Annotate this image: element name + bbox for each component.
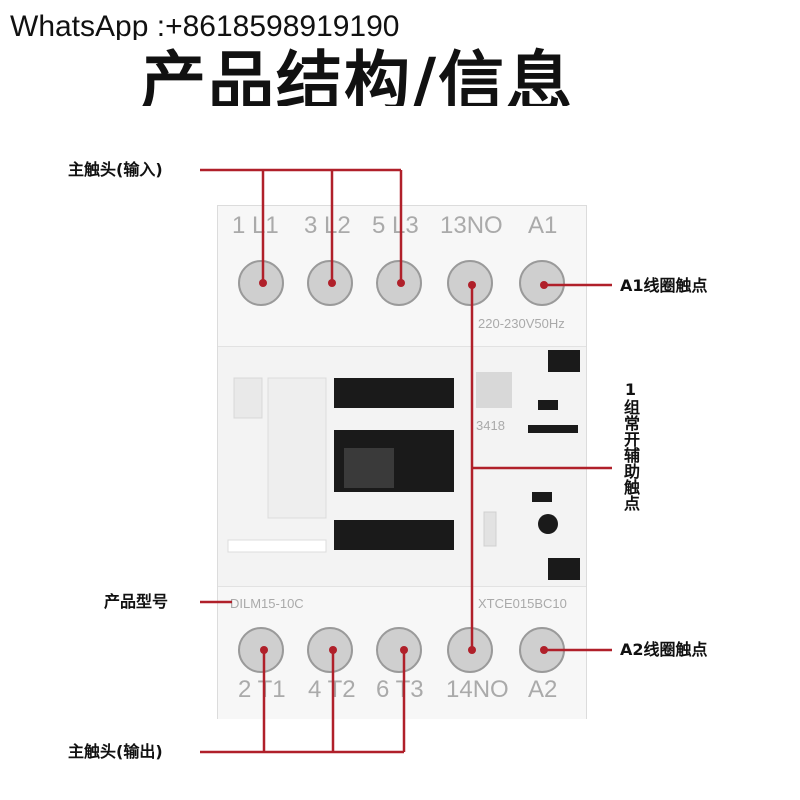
qr-code (476, 372, 512, 408)
terminal-label-l3: 5 L3 (372, 212, 419, 239)
notch-small (538, 400, 558, 410)
terminal-label-13no: 13NO (440, 212, 503, 239)
device-code: 3418 (476, 418, 505, 433)
callout-aux-contact: 1组常开辅助触点 (621, 380, 640, 511)
callout-model: 产品型号 (104, 592, 169, 611)
dot-a2 (540, 646, 548, 654)
dot-t1 (260, 646, 268, 654)
callout-a1-coil: A1线圈触点 (620, 276, 708, 295)
notch-small-2 (532, 492, 552, 502)
dot-l2 (328, 279, 336, 287)
model-right: XTCE015BC10 (478, 596, 567, 611)
actuator-block (344, 448, 394, 488)
slot-bottom (334, 520, 454, 550)
dot-13no (468, 281, 476, 289)
page-title: 产品结构/信息 (140, 44, 575, 106)
side-slot (483, 511, 497, 547)
notch-bar (528, 425, 578, 433)
notch-bottom (548, 558, 580, 580)
callout-lines (200, 168, 612, 754)
dot-l1 (259, 279, 267, 287)
dot-14no (468, 646, 476, 654)
cover-plate (267, 377, 327, 519)
terminal-label-a2: A2 (528, 676, 558, 703)
title-backdrop (0, 40, 800, 118)
terminal-label-a1: A1 (528, 212, 558, 239)
callout-a2-coil: A2线圈触点 (620, 640, 708, 659)
notch-top (548, 350, 580, 372)
screw-t3 (376, 627, 422, 673)
watermark-contact: WhatsApp :+8618598919190 (10, 10, 400, 43)
dot-a1 (540, 281, 548, 289)
label-strip (227, 539, 327, 553)
side-tab (233, 377, 263, 419)
model-left: DILM15-10C (230, 596, 304, 611)
callout-main-output: 主触头(输出) (68, 742, 163, 761)
dot-t2 (329, 646, 337, 654)
dot-l3 (397, 279, 405, 287)
callout-dots (259, 279, 548, 654)
terminal-label-l1: 1 L1 (232, 212, 279, 239)
dot-t3 (400, 646, 408, 654)
callout-main-input: 主触头(输入) (68, 160, 163, 179)
terminal-label-14no: 14NO (446, 676, 509, 703)
terminal-label-t3: 6 T3 (376, 676, 424, 703)
voltage-rating: 220-230V50Hz (478, 316, 565, 331)
slot-top (334, 378, 454, 408)
terminal-label-l2: 3 L2 (304, 212, 351, 239)
indicator-hole (538, 514, 558, 534)
terminal-label-t1: 2 T1 (238, 676, 286, 703)
